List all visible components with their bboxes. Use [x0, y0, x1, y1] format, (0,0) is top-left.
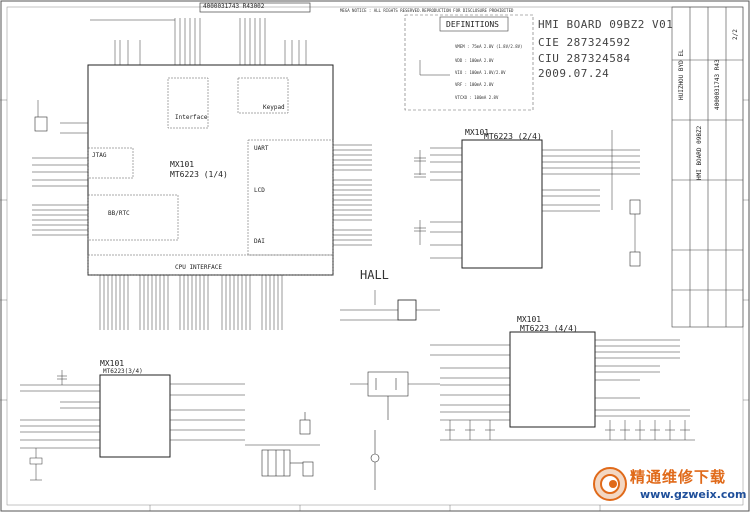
definitions-box [404, 14, 534, 111]
title-doc-no: 4000031743 R43 [714, 59, 721, 110]
definition-line-5: VTCXO : 100mA 2.8V [455, 95, 499, 100]
definition-line-2: VDD : 100mA 2.8V [455, 58, 494, 63]
chip-3-ref: MX101 [100, 359, 125, 368]
definition-line-4: VRF : 100mA 2.8V [455, 82, 494, 87]
definitions-title: DEFINITIONS [446, 20, 499, 29]
board-info-line-1: HMI BOARD 09BZ2 V01 [538, 18, 674, 31]
watermark-url: www.gzweix.com [640, 488, 747, 501]
cpu-interface-label: CPU INTERFACE [175, 264, 222, 271]
part-number-label: 4000031743 R43002 [203, 3, 265, 10]
rtc-subblock [87, 194, 179, 241]
main-chip-ref: MX101 [170, 160, 195, 169]
watermark-text: 精通维修下载 [630, 468, 727, 486]
dai-label: DAI [254, 238, 265, 245]
right-edge-ticks [0, 99, 749, 511]
interface-subblock [167, 77, 209, 129]
chip-3-of-4-body [99, 374, 171, 458]
keypad-label: Keypad [263, 104, 285, 111]
chip-4-bottom-caps [440, 420, 695, 441]
chip-4-left-pins [430, 344, 510, 421]
main-chip-right-pins [333, 144, 372, 246]
chip-2-decoupling-caps [414, 150, 426, 245]
cpu-interface-subblock [87, 254, 334, 276]
rtc-label: BB/RTC [108, 210, 130, 217]
uart-lcd-subblock [247, 139, 334, 256]
uart-label: UART [254, 145, 269, 152]
jtag-label: JTAG [92, 152, 107, 159]
chip-2-name: MT6223 (2/4) [484, 132, 542, 141]
definition-line-1: VMEM : 75mA 2.8V (1.8V/2.8V) [455, 44, 523, 49]
chip-3-right-pins [170, 383, 245, 441]
chip-4-ref: MX101 [517, 315, 542, 324]
main-chip-left-pins [32, 122, 88, 236]
chip-3-left-components [29, 370, 67, 481]
main-chip-top-pins [114, 18, 307, 65]
title-block [671, 6, 744, 328]
chip-2-left-pins [430, 147, 462, 259]
hall-label: HALL [360, 268, 389, 282]
main-chip-name: MT6223 (1/4) [170, 170, 228, 179]
lcd-label: LCD [254, 187, 265, 194]
title-company: HUIZHOU BYD EL [678, 49, 685, 100]
crystal-y101 [34, 116, 48, 132]
transistor-cluster [350, 371, 440, 420]
notice-label: MEGA NOTICE : ALL RIGHTS RESERVED.REPROD… [340, 8, 514, 13]
definition-line-3: VIO : 100mA 1.8V/2.8V [455, 70, 506, 75]
board-info-line-2: CIE 287324592 [538, 36, 631, 49]
chip-4-name: MT6223 (4/4) [520, 324, 578, 333]
chip-3-name: MT6223(3/4) [103, 368, 143, 375]
chip-2-right-pins [542, 149, 640, 212]
chip-4-right-pins [595, 339, 690, 417]
hall-sensor-u [397, 299, 417, 321]
chip-4-of-4-body [509, 331, 596, 428]
mic-connector [629, 199, 641, 215]
center-switch-components [245, 412, 380, 490]
chip-2-of-4-body [461, 139, 543, 269]
watermark-logo-icon [593, 467, 627, 501]
jtag-subblock [87, 147, 134, 179]
main-chip-bottom-bus [99, 275, 283, 330]
interface-label: Interface [175, 114, 208, 121]
speaker-connector [629, 251, 641, 267]
title-sheet: 2/2 [732, 29, 739, 40]
board-info-line-3: CIU 287324584 [538, 52, 631, 65]
chip-3-left-pins [20, 384, 100, 449]
keypad-subblock [237, 77, 289, 114]
title-name: HMI BOARD 09BZ2 [696, 125, 703, 180]
board-info-line-4: 2009.07.24 [538, 67, 610, 80]
chip-2-ref: MX101 [465, 128, 490, 137]
definitions-title-box [439, 16, 509, 32]
part-number-box [199, 2, 311, 13]
